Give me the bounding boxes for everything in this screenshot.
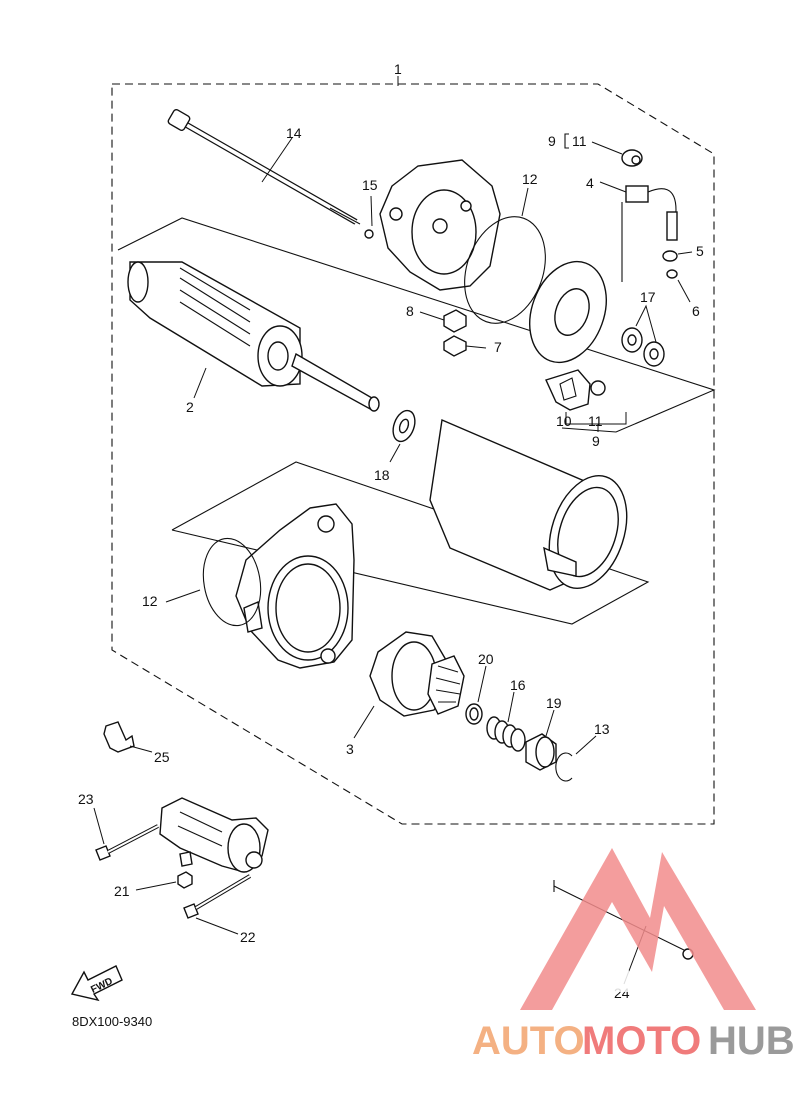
callout-12-bottom: 12 [142,593,158,609]
ring-20-hole [469,707,479,721]
leader-23 [93,807,105,845]
washer-18-hole [398,418,410,434]
brush-holder-top [621,149,643,167]
callout-10: 10 [556,413,572,429]
watermark-text-auto: AUTO [472,1019,585,1063]
callout-21: 21 [114,883,130,899]
leader-14 [261,137,293,183]
leader-21 [135,881,177,891]
screw-11 [590,380,606,396]
nut-5 [662,250,678,262]
washer-17a-hole [627,334,637,346]
circlip-13 [555,752,573,782]
leader-15 [370,195,373,227]
callout-12-top: 12 [522,171,538,187]
rear-cover [379,159,501,291]
watermark-logo [520,848,756,1010]
starter-motor-assembly [159,797,269,873]
fwd-arrow-icon: FWD [70,965,123,1002]
leader-18 [389,443,401,463]
nut-8 [443,309,467,333]
callout-13: 13 [594,721,610,737]
watermark-mountain-cutout-2 [646,960,688,1000]
callout-14: 14 [286,125,302,141]
callout-20: 20 [478,651,494,667]
watermark-text-moto: MOTO [582,1019,701,1063]
through-bolt [167,108,361,225]
leader-3 [353,705,375,739]
yoke [429,418,628,591]
nut-21 [177,871,193,889]
bolt-22 [183,874,252,919]
callout-16: 16 [510,677,526,693]
bracket-9-11 [564,133,569,149]
o-ring-small [364,229,374,239]
callout-2: 2 [186,399,194,415]
callout-15: 15 [362,177,378,193]
front-housing [235,503,355,669]
o-ring-upper [464,216,546,324]
callout-23: 23 [78,791,94,807]
callout-22: 22 [240,929,256,945]
callout-19: 19 [546,695,562,711]
leader-16 [507,691,515,723]
callout-8: 8 [406,303,414,319]
callout-11-top: 11 [572,133,587,149]
callout-25: 25 [154,749,170,765]
leader-13 [575,735,597,755]
washer-17b-hole [649,348,659,360]
callout-18: 18 [374,467,390,483]
leader-19 [545,709,555,737]
brush-holder [545,369,591,411]
leader-7 [465,345,487,349]
callout-4: 4 [586,175,594,191]
armature [127,261,380,412]
callout-6: 6 [692,303,700,319]
brush-lead [625,185,678,241]
leader-20 [477,665,487,703]
callout-1: 1 [394,61,402,77]
callout-3: 3 [346,741,354,757]
o-ring-lower [202,537,262,627]
callout-7: 7 [494,339,502,355]
washer-6 [666,269,678,279]
watermark-mountain-cutout [580,938,640,992]
leader-17 [635,304,657,343]
leader-12b [165,589,201,603]
diagram-code: 8DX100-9340 [72,1014,152,1029]
subassembly-outline-lower [171,461,650,625]
leader-8 [419,311,445,321]
brush-plate [529,260,607,364]
assembly-boundary [111,83,715,825]
leader-12a [521,187,529,217]
clamp-25 [103,721,135,753]
bolt-23 [95,824,159,861]
spring-16 [486,716,526,752]
bracket-10-11 [565,412,627,425]
leader-2 [193,367,207,399]
leader-5 [677,251,693,255]
callout-9-bottom: 9 [592,433,600,449]
nut-7 [443,335,467,357]
callout-9-top: 9 [548,133,556,149]
collar-19 [525,733,557,771]
leader-6 [677,279,691,303]
watermark-text-hub: HUB [708,1019,795,1063]
callout-17: 17 [640,289,656,305]
watermark-mountain-icon [520,848,756,1010]
leader-11a [591,141,623,155]
leader-25 [129,745,153,753]
starter-clutch [369,631,465,717]
leader-22 [195,917,239,935]
callout-5: 5 [696,243,704,259]
callout-11-bottom: 11 [588,413,603,429]
leader-4 [599,181,627,193]
